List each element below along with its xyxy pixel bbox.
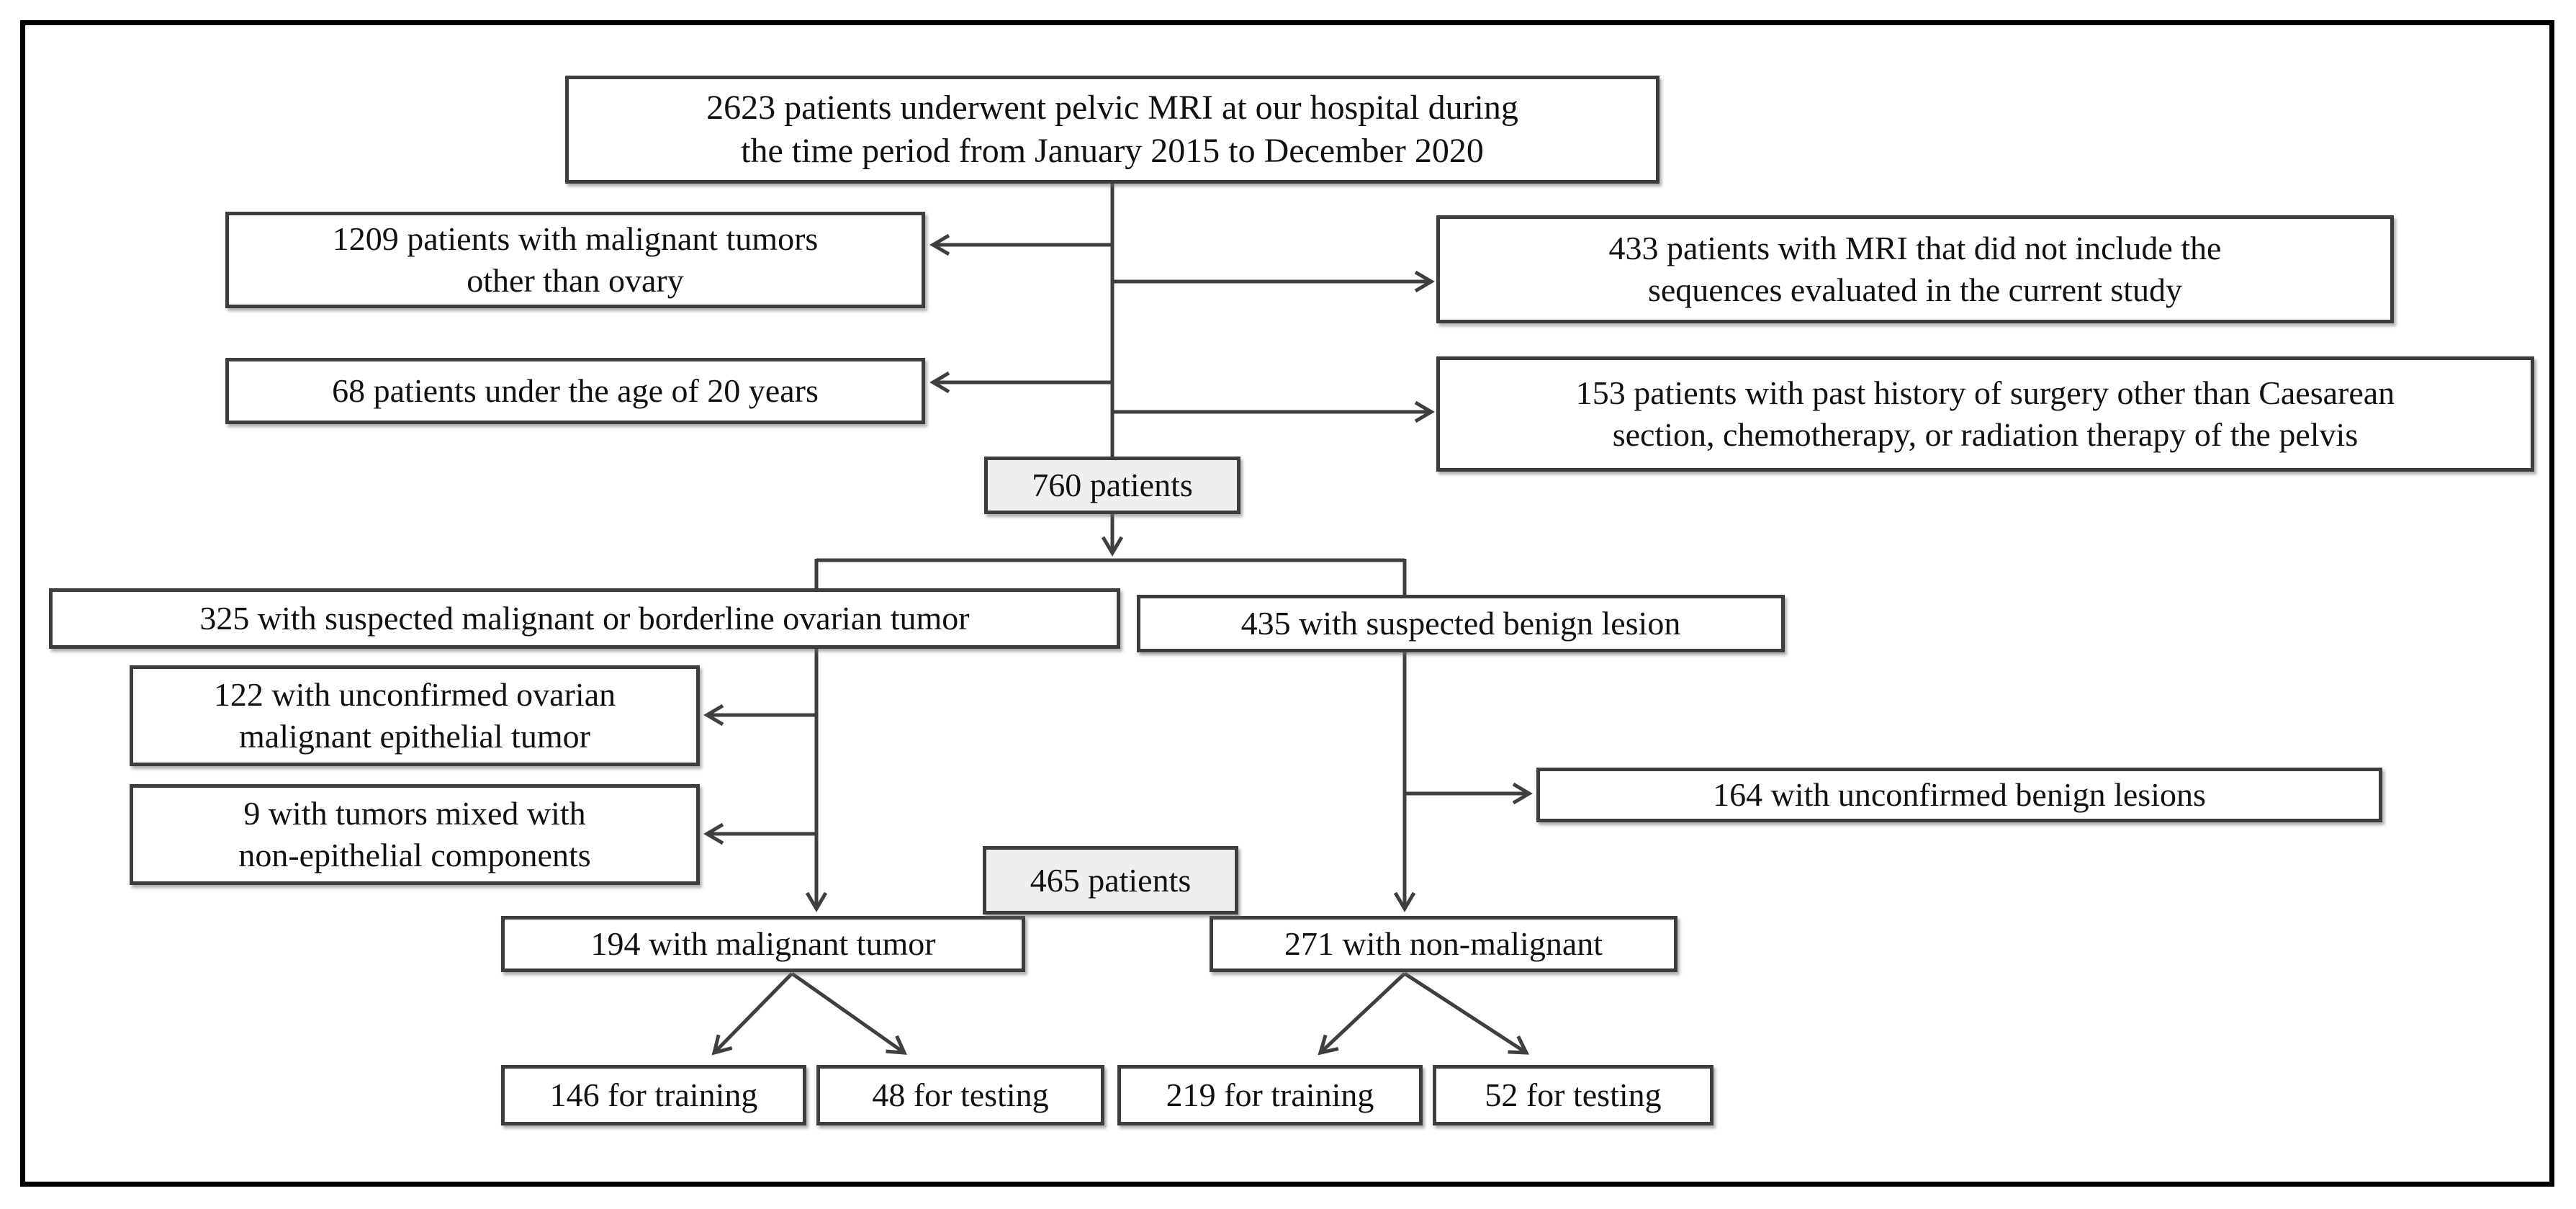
edge-non271-test52 (1403, 971, 1530, 1055)
node-non-malignant: 271 with non-malignant (1210, 916, 1677, 972)
node-suspected-benign: 435 with suspected benign lesion (1137, 595, 1785, 652)
node-760-patients: 760 patients (984, 457, 1240, 514)
node-malignant-training: 146 for training (501, 1065, 806, 1125)
node-excluded-unconfirmed-benign: 164 with unconfirmed benign lesions (1536, 768, 2382, 822)
edge-mal194-train146 (711, 972, 793, 1056)
node-excluded-malignant-other-than-ovary: 1209 patients with malignant tumors othe… (225, 212, 925, 308)
edge-non271-train219 (1318, 972, 1406, 1056)
node-excluded-under-20: 68 patients under the age of 20 years (225, 358, 925, 424)
node-malignant-testing: 48 for testing (816, 1065, 1104, 1125)
node-nonmalignant-training: 219 for training (1117, 1065, 1423, 1125)
node-excluded-mixed-nonepithelial: 9 with tumors mixed with non-epithelial … (130, 784, 700, 885)
node-malignant-tumor: 194 with malignant tumor (501, 916, 1025, 972)
node-enrolled-patients: 2623 patients underwent pelvic MRI at ou… (565, 76, 1659, 184)
edge-mal194-test48 (791, 971, 908, 1055)
node-excluded-mri-sequences: 433 patients with MRI that did not inclu… (1436, 215, 2394, 323)
node-excluded-unconfirmed-malignant: 122 with unconfirmed ovarian malignant e… (130, 665, 700, 766)
node-excluded-past-history: 153 patients with past history of surger… (1436, 356, 2534, 472)
node-nonmalignant-testing: 52 for testing (1433, 1065, 1713, 1125)
node-465-patients: 465 patients (983, 846, 1238, 914)
node-suspected-malignant-borderline: 325 with suspected malignant or borderli… (49, 588, 1120, 649)
